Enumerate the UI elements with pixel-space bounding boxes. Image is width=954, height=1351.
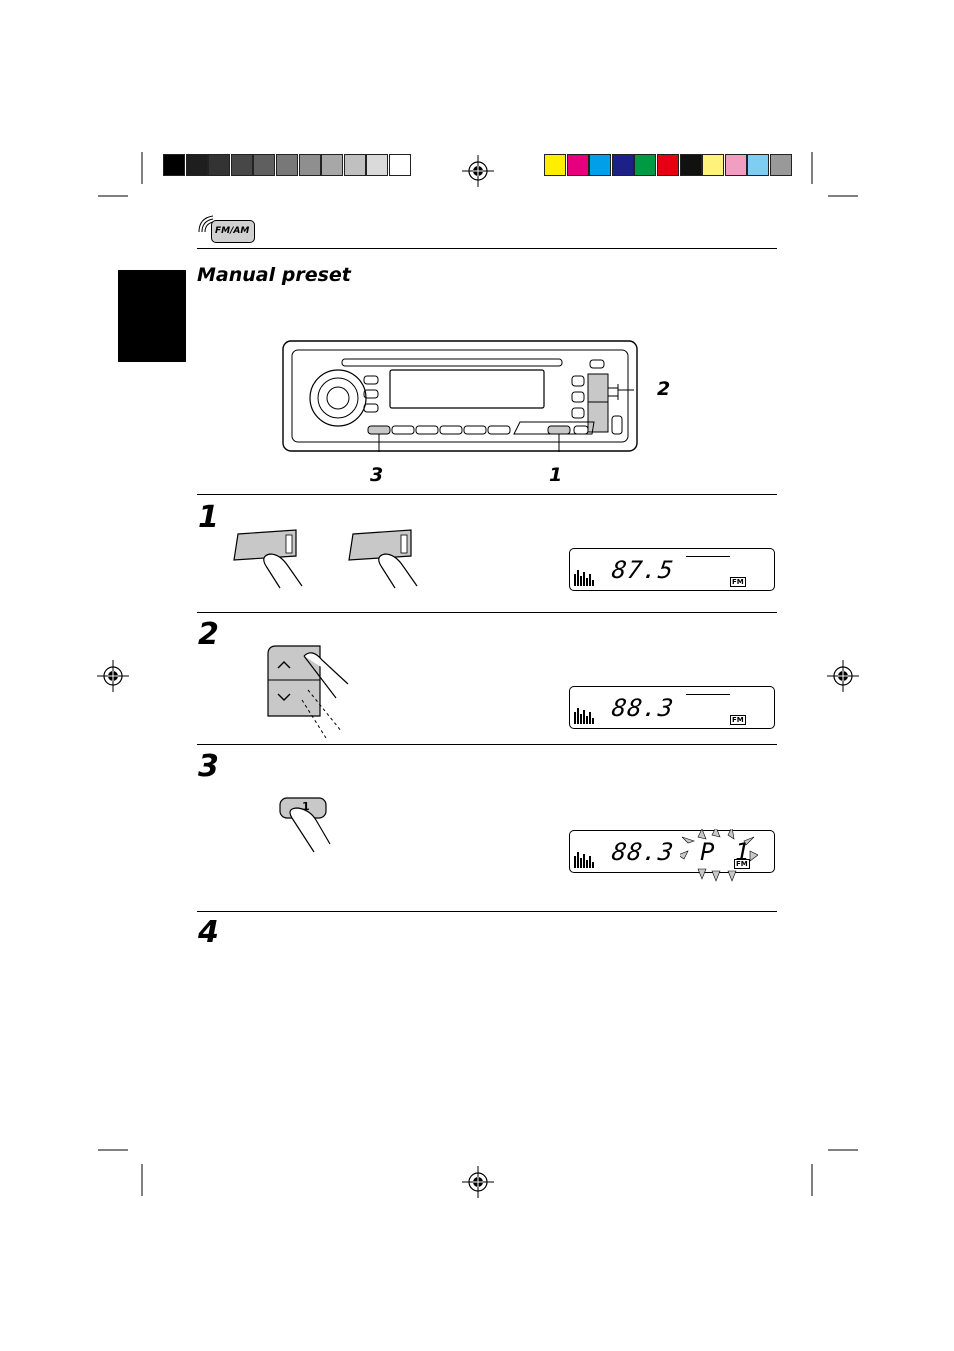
lcd-frequency: 88.3: [610, 838, 676, 866]
color-swatch: [566, 154, 589, 176]
band-badge: FM/AM: [211, 220, 255, 243]
color-swatch: [702, 154, 725, 176]
color-swatch: [276, 154, 298, 176]
color-swatch: [724, 154, 747, 176]
header-rule: [197, 248, 777, 249]
color-swatch: [657, 154, 679, 176]
color-swatch: [185, 154, 208, 176]
color-swatch: [679, 154, 702, 176]
color-swatch: [208, 154, 231, 176]
step-number: 4: [198, 915, 219, 950]
lcd-frequency: 88.3: [610, 694, 676, 722]
registration-target-icon: [827, 660, 859, 692]
tuning-button-press-icon: [267, 645, 349, 739]
preset-button-press-icon: [279, 797, 331, 853]
step-rule: [197, 911, 777, 912]
step-number: 3: [198, 749, 219, 784]
level-meter-icon: [574, 708, 594, 724]
step-rule: [197, 494, 777, 495]
stereo-panel-diagram: [282, 340, 638, 452]
level-meter-icon: [574, 570, 594, 586]
lcd-band: FM: [734, 859, 750, 869]
registration-target-icon: [462, 155, 494, 187]
lcd-band: FM: [730, 577, 746, 587]
step-rule: [197, 612, 777, 613]
callout-3: 3: [370, 464, 384, 486]
lcd-display: 88.3 FM: [569, 686, 775, 729]
lcd-frequency: 87.5: [610, 556, 676, 584]
color-swatch: [770, 154, 792, 176]
color-swatch: [343, 154, 366, 176]
color-swatch: [747, 154, 770, 176]
callout-1: 1: [549, 464, 563, 486]
lcd-preset: P 1: [700, 838, 753, 866]
lcd-display: 87.5 FM: [569, 548, 775, 591]
color-swatch: [611, 154, 634, 176]
level-meter-icon: [574, 852, 594, 868]
color-swatch: [544, 154, 566, 176]
color-swatch: [253, 154, 276, 176]
color-swatch: [634, 154, 657, 176]
blinking-burst-icon: [680, 829, 758, 882]
lcd-display: 88.3 P 1 FM: [569, 829, 775, 882]
callout-2: 2: [657, 378, 671, 400]
color-swatch: [298, 154, 321, 176]
section-title: Manual preset: [197, 264, 351, 286]
color-swatch: [163, 154, 185, 176]
color-swatch: [366, 154, 389, 176]
lcd-dash: [686, 694, 730, 695]
band-button-press-icon: [348, 529, 418, 589]
preset-button-label: 1: [302, 800, 310, 813]
color-swatch: [230, 154, 253, 176]
band-badge-label: FM/AM: [215, 226, 250, 236]
registration-target-icon: [462, 1166, 494, 1198]
color-swatch: [589, 154, 612, 176]
color-swatch: [389, 154, 411, 176]
step-number: 1: [198, 500, 219, 535]
lcd-dash: [686, 556, 730, 557]
step-rule: [197, 744, 777, 745]
band-button-press-icon: [233, 529, 303, 589]
step-number: 2: [198, 617, 219, 652]
lcd-band: FM: [730, 715, 746, 725]
language-tab: [118, 270, 186, 362]
registration-target-icon: [97, 660, 129, 692]
color-swatch: [321, 154, 344, 176]
